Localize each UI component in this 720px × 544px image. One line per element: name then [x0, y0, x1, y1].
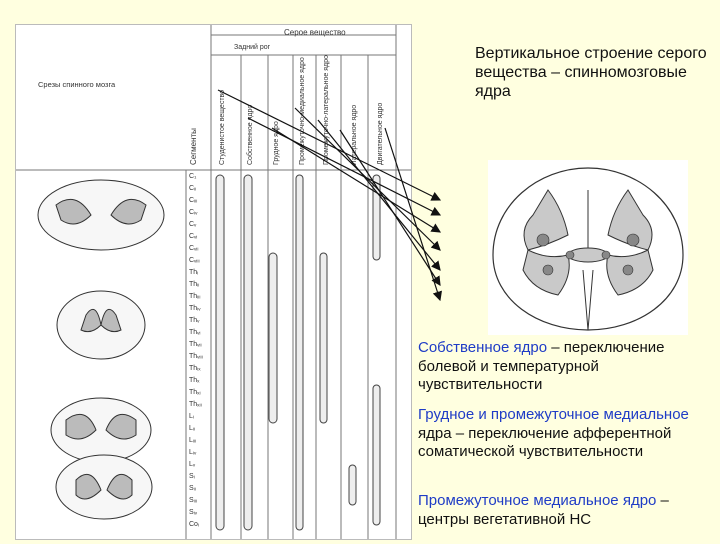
- segment-label: Sᵢ: [189, 473, 195, 480]
- segment-label: Sᵢᵥ: [189, 509, 198, 516]
- slide-title: Вертикальное строение серого вещества – …: [475, 45, 707, 100]
- spinal-cord-section: [488, 160, 688, 335]
- segment-label: Thᵢᵢᵢ: [189, 293, 200, 300]
- nucleus-column-header: Латеральное ядро: [351, 105, 358, 165]
- sacral-cross-section: [55, 454, 153, 520]
- note-2-rest: ядра – переключение афферентной соматиче…: [418, 424, 672, 461]
- segment-label: Lᵥ: [189, 461, 196, 468]
- segment-label: Sᵢᵢᵢ: [189, 497, 197, 504]
- segment-label: Thᵢᵢ: [189, 281, 199, 288]
- segment-label: Thₓᵢᵢ: [189, 401, 202, 408]
- posterior-horn-header: Задний рог: [234, 43, 271, 51]
- segment-label: Thᵥᵢᵢᵢ: [189, 353, 203, 360]
- segment-label: Coᵢ: [189, 521, 199, 528]
- gray-matter-header: Серое вещество: [284, 28, 346, 37]
- segment-label: Thᵥ: [189, 317, 200, 324]
- segment-label: Cᵥᵢ: [189, 233, 197, 240]
- nuclei-table-figure: Серое вещество Задний рог Срезы спинного…: [16, 25, 411, 539]
- intermedio-medial-bar: [295, 174, 304, 531]
- segment-label: Cᵢᵢ: [189, 185, 196, 192]
- nucleus-column-header: Промежуточно-медиальное ядро: [299, 57, 306, 165]
- segment-label: Lᵢᵢᵢ: [189, 437, 196, 444]
- nucleus-column-header: Двигательное ядро: [377, 103, 384, 165]
- sacral-nucleus-bar: [348, 464, 357, 506]
- segments-header: Сегменты: [189, 128, 198, 165]
- nucleus-column-header: Промежуточно-латеральное ядро: [323, 55, 330, 165]
- nucleus-column-header: Собственное ядро: [246, 105, 254, 165]
- note-1-nucleus: Собственное ядро: [418, 339, 548, 356]
- cross-sections-label: Срезы спинного мозга: [38, 80, 116, 89]
- segment-label: C₁: [189, 173, 197, 180]
- note-thoracic-nucleus: Грудное и промежуточное медиальное ядра …: [418, 406, 713, 462]
- nucleus-column-header: Студенистое вещество: [219, 90, 226, 165]
- segment-label: Cᵥᵢᵢᵢ: [189, 257, 200, 264]
- proper-nucleus-bar: [243, 174, 253, 531]
- segment-label: Thᵢₓ: [189, 365, 201, 372]
- segment-label: Cᵥᵢᵢ: [189, 245, 199, 252]
- spinal-cord-figure: [492, 167, 684, 331]
- segment-label: Cᵢᵥ: [189, 209, 198, 216]
- note-1-rest: – переключение болевой и температурной ч…: [418, 339, 665, 393]
- segment-label: Thᵢ: [189, 269, 198, 276]
- segment-label: Sᵢᵢ: [189, 485, 196, 492]
- segment-label: Cᵢᵢᵢ: [189, 197, 197, 204]
- segment-label: Lᵢ: [189, 413, 194, 420]
- gelatinosa-bar: [215, 174, 225, 531]
- segment-label: Lᵢᵥ: [189, 449, 197, 456]
- segment-label: Cᵥ: [189, 221, 197, 228]
- segment-label: Thₓᵢ: [189, 389, 201, 396]
- segment-label: Thᵥᵢᵢ: [189, 341, 202, 348]
- nucleus-column-header: Грудное ядро: [273, 121, 280, 165]
- cervical-cross-section: [37, 179, 165, 251]
- note-intermediate-nucleus: Промежуточное медиальное ядро – центры в…: [418, 492, 713, 529]
- segment-label: Lᵢᵢ: [189, 425, 195, 432]
- motor-nucleus-bar-lumbar: [372, 384, 381, 526]
- nuclei-table-panel: Серое вещество Задний рог Срезы спинного…: [15, 24, 412, 540]
- note-3-rest: – центры вегетативной НС: [418, 492, 669, 528]
- note-2-nucleus: Грудное и промежуточное медиальное: [418, 406, 689, 423]
- motor-nucleus-bar-cervical: [372, 174, 381, 261]
- segment-label: Thᵢᵥ: [189, 305, 201, 312]
- intermedio-lateral-bar: [319, 252, 328, 424]
- thoracic-nucleus-bar: [268, 252, 278, 424]
- segment-label: Thᵥᵢ: [189, 329, 201, 336]
- note-3-nucleus: Промежуточное медиальное ядро: [418, 492, 657, 509]
- segment-label: Thₓ: [189, 377, 200, 384]
- note-proper-nucleus: Собственное ядро – переключение болевой …: [418, 339, 713, 395]
